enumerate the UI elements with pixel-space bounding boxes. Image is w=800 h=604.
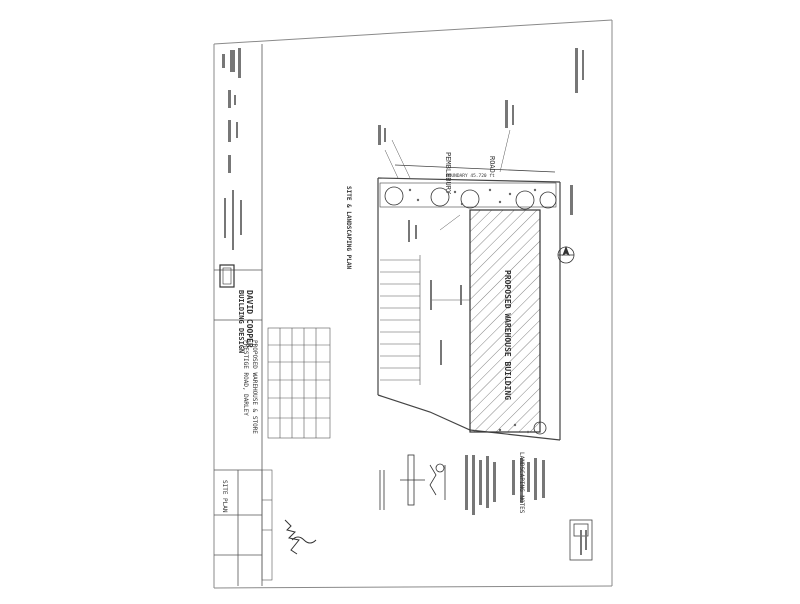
annotation-marks	[378, 48, 584, 515]
landscape-strip	[379, 182, 557, 208]
parking-bays	[380, 255, 421, 385]
signature-mark	[284, 519, 317, 555]
north-arrow-icon	[557, 245, 575, 264]
firm-logo-icon	[219, 264, 235, 288]
shrub-dots	[408, 188, 537, 434]
title-block-notes	[222, 48, 242, 250]
schedule-table	[267, 327, 331, 439]
building-label: PROPOSED WAREHOUSE BUILDING	[503, 270, 512, 401]
plan-title: SITE & LANDSCAPING PLAN	[345, 186, 352, 270]
revision-block	[261, 469, 273, 581]
road-label-right: ROAD	[488, 156, 496, 173]
project-address: PRESTIGE ROAD, DARLEY	[242, 340, 249, 416]
site-boundary	[377, 177, 561, 441]
boundary-label: BOUNDARY 45.720 ft	[446, 174, 495, 179]
leader-lines	[384, 129, 511, 301]
landscaping-notes-title: LANDSCAPING NOTES	[518, 452, 525, 514]
tree-icon	[384, 186, 557, 435]
drawing-number: SITE PLAN	[221, 480, 228, 513]
proposed-building	[469, 209, 541, 433]
planting-detail	[379, 454, 446, 510]
corner-notes	[580, 530, 587, 555]
page-border	[213, 19, 613, 589]
project-title: PROPOSED WAREHOUSE & STORE	[251, 340, 258, 434]
road-edge	[394, 164, 556, 173]
